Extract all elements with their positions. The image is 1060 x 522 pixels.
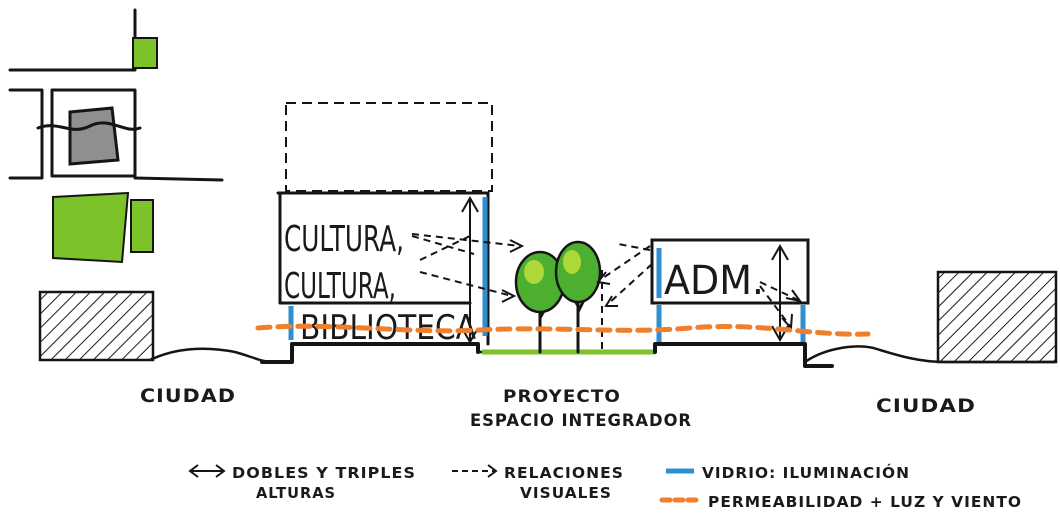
green-area [130,199,154,253]
adm-building: ADM. [650,238,810,343]
visual-relation-arrow [419,271,513,297]
visual-relation-arrow [419,235,471,261]
visual-relations [411,233,799,352]
label-ciudad-right: CIUDAD [876,395,976,417]
cultural-building: CULTURA, CULTURA, BIBLIOTECA [276,102,493,348]
legend-permeabilidad: PERMEABILIDAD + LUZ Y VIENTO [659,493,1022,511]
future-expansion-dashed [285,102,493,192]
visual-relation-arrow [411,235,475,255]
visual-relation-arrow [759,285,791,327]
street-line [133,176,224,182]
street-line [8,8,137,72]
green-area [52,191,130,264]
legend-label-visuales: VISUALES [520,484,612,502]
visual-relation-arrow [607,263,653,305]
adm-volume [650,238,810,305]
site-block [50,88,137,178]
project-footprint [68,106,120,166]
visual-relation-arrow [617,243,651,251]
adm-foundation [653,342,834,368]
legend-label-permeabilidad: PERMEABILIDAD + LUZ Y VIENTO [708,493,1022,511]
cultural-volume [276,191,490,346]
dashed-arrow-icon-head [487,464,498,478]
green-area [132,37,158,69]
tree-highlight [563,250,581,274]
section-cut-line [36,121,142,131]
label-proyecto: PROYECTO [503,387,621,407]
visual-relation-arrow [411,233,521,247]
double-arrow-icon-heads [188,464,226,478]
site-plan [8,8,224,362]
arrow-head [461,195,479,213]
city-block-hatched [936,270,1058,364]
street-line [8,88,44,180]
block-label-cultura-2: CULTURA, [284,266,396,307]
legend-label-relaciones: RELACIONES [504,464,624,482]
permeability-line [255,323,871,337]
legend-dobles-alturas: DOBLES Y TRIPLES ALTURAS [188,464,416,502]
trees [514,240,602,354]
label-ciudad-left: CIUDAD [140,385,236,407]
arrow-head [771,243,789,261]
block-label-cultura-1: CULTURA, [284,219,404,260]
tree-canopy [554,240,602,304]
legend-label-dobles: DOBLES Y TRIPLES [232,464,416,482]
legend: DOBLES Y TRIPLES ALTURAS RELACIONES VISU… [188,463,1022,511]
legend-vidrio: VIDRIO: ILUMINACIÓN [666,463,910,482]
label-espacio-integrador: ESPACIO INTEGRADOR [470,411,692,431]
cultural-foundation [260,342,480,364]
visual-relation-arrow [599,245,651,281]
legend-label-alturas: ALTURAS [256,484,336,502]
tree-highlight [524,260,544,284]
legend-label-vidrio: VIDRIO: ILUMINACIÓN [702,463,910,482]
legend-relaciones-visuales: RELACIONES VISUALES [452,464,624,502]
block-label-adm: ADM. [664,258,764,304]
city-block-hatched [38,290,155,362]
